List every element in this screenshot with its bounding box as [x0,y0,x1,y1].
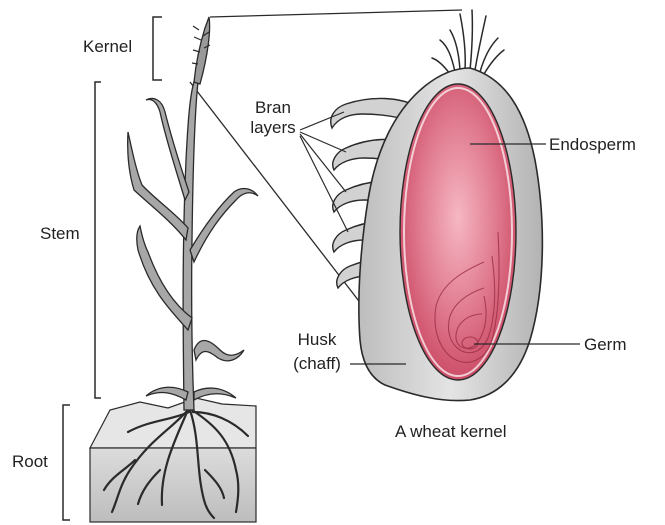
wheat-kernel-cross-section [331,10,543,401]
label-kernel: Kernel [83,37,132,56]
kernel-bristles [432,10,504,74]
label-bran-line1: Bran [248,98,298,117]
label-husk-line2: (chaff) [284,354,350,373]
label-bran-line2: layers [245,118,301,137]
label-germ: Germ [584,335,627,354]
label-endosperm: Endosperm [549,135,636,154]
wheat-plant [128,17,258,410]
root-bracket [63,405,70,520]
caption: A wheat kernel [395,422,507,441]
stem-bracket [95,82,101,398]
endosperm [400,84,516,380]
kernel-bracket [153,17,162,80]
label-root: Root [12,452,48,471]
label-husk-line1: Husk [287,330,347,349]
label-stem: Stem [40,224,80,243]
